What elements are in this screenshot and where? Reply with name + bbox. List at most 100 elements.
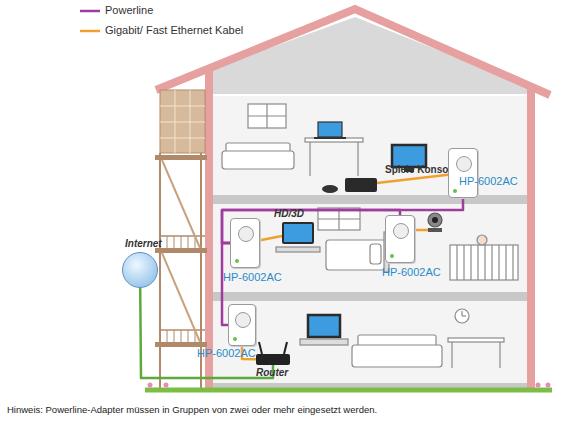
powerline-adapter: HP-6002AC — [448, 148, 478, 198]
router-box: Router — [256, 354, 290, 365]
powerline-adapter: HP-6002AC — [228, 304, 256, 346]
balcony-structure-part — [181, 330, 182, 342]
furniture-part — [499, 342, 500, 368]
furniture-part — [276, 247, 320, 252]
balcony-structure-part — [167, 236, 168, 248]
furniture-part — [318, 208, 360, 230]
device-label: Spiele Konsole — [385, 164, 457, 175]
furniture-part — [318, 122, 342, 137]
furniture-part — [512, 245, 513, 280]
device-label: Router — [256, 367, 288, 378]
furniture-part — [505, 245, 506, 280]
tv-screen — [284, 224, 312, 242]
adapter-socket — [238, 226, 254, 242]
powerline-adapter: HP-6002AC — [230, 218, 260, 268]
rooms-part — [213, 204, 527, 292]
furniture-part — [456, 245, 457, 280]
grass-part — [164, 383, 169, 388]
balcony-structure-part — [167, 330, 168, 342]
powerline-cable — [222, 210, 400, 243]
balcony-structure-part — [160, 138, 205, 139]
furniture-part — [322, 185, 338, 193]
furniture-part — [451, 342, 452, 368]
device-label: HD/3D — [274, 208, 304, 219]
balcony-structure-part — [160, 90, 205, 153]
balcony-structure — [155, 90, 207, 388]
house-wall — [205, 70, 535, 388]
furniture-part — [248, 115, 286, 116]
balcony-structure-part — [160, 106, 205, 107]
furniture-part — [326, 240, 388, 270]
furniture-part — [248, 104, 286, 128]
furniture-part — [318, 218, 360, 219]
floor-slab-part — [213, 292, 527, 301]
grass — [145, 383, 552, 391]
adapter-led — [233, 337, 237, 341]
furniture-part — [305, 138, 363, 142]
device-label: HP-6002AC — [223, 271, 282, 283]
rooms-part — [213, 96, 527, 195]
furniture-part — [463, 245, 464, 280]
internet-line — [140, 288, 273, 378]
grass-part — [536, 383, 541, 388]
furniture-part — [284, 342, 287, 354]
furniture-part — [477, 235, 487, 245]
device-label: HP-6002AC — [459, 175, 518, 187]
furniture-part — [352, 345, 442, 367]
balcony-structure-part — [155, 155, 207, 160]
adapter-socket — [393, 223, 409, 239]
furniture-part — [392, 145, 426, 167]
legend-samples — [80, 11, 100, 31]
internet-globe: Internet — [122, 252, 158, 288]
balcony-structure-part — [174, 236, 175, 248]
rooms — [213, 96, 527, 383]
furniture-part — [432, 217, 438, 223]
adapter-socket — [235, 312, 251, 328]
floor-slab-part — [213, 195, 527, 204]
device-label: Internet — [125, 238, 162, 249]
adapter-led — [390, 254, 394, 258]
furniture-part — [222, 151, 294, 169]
balcony-structure-part — [188, 330, 189, 342]
device-label: HP-6002AC — [382, 266, 441, 278]
house-wall-part — [205, 70, 213, 388]
adapter-led — [453, 189, 457, 193]
rooms-part — [213, 301, 527, 383]
balcony-structure-part — [188, 236, 189, 248]
roof — [156, 9, 550, 95]
furniture-part — [308, 315, 340, 337]
camera-cable — [415, 230, 428, 231]
balcony-structure-part — [181, 236, 182, 248]
grass-part — [145, 388, 552, 393]
television: HD/3D — [282, 222, 314, 244]
device-label: HP-6002AC — [197, 347, 256, 359]
furniture-part — [484, 245, 485, 280]
furniture-part — [477, 245, 478, 280]
balcony-structure-part — [159, 153, 161, 388]
roof-part — [156, 9, 550, 95]
adapter-led — [235, 259, 239, 263]
balcony-structure-part — [160, 122, 205, 123]
balcony-structure-part — [174, 330, 175, 342]
furniture-part — [470, 245, 471, 280]
furniture-part — [455, 309, 469, 323]
balcony-structure-part — [175, 90, 176, 153]
furniture-part — [498, 245, 499, 280]
balcony-structure-part — [162, 160, 200, 248]
furniture-part — [314, 137, 346, 139]
game-console: Spiele Konsole — [345, 178, 377, 192]
furniture-part — [462, 315, 466, 316]
furniture — [222, 104, 518, 368]
balcony-structure-part — [155, 248, 207, 253]
legend-text: Powerline — [105, 4, 153, 16]
legend-text: Gigabit/ Fast Ethernet Kabel — [105, 24, 243, 36]
floor-slab — [205, 195, 535, 388]
grass-part — [546, 383, 551, 388]
furniture-part — [428, 213, 442, 227]
floor-slab-part — [205, 383, 535, 388]
furniture-part — [461, 311, 462, 316]
roof-part — [207, 17, 533, 94]
adapter-socket — [456, 156, 472, 172]
furniture-part — [309, 142, 310, 176]
